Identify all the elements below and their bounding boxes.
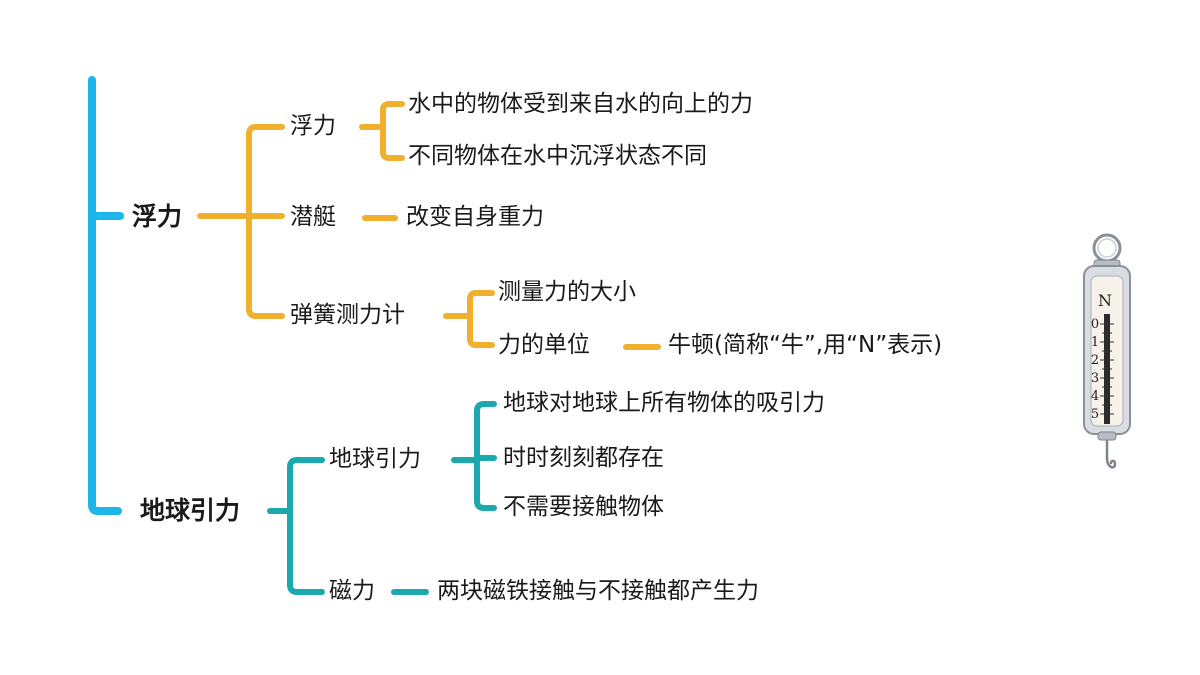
scale-number-4: 4 [1091,389,1099,404]
scale-number-2: 2 [1091,353,1099,368]
buoyancy-connectors [197,101,661,350]
leaf-earth-gravity-3: 不需要接触物体 [503,494,664,520]
gravity-connectors [267,401,497,595]
node-gravity: 地球引力 [140,496,241,525]
leaf-newton: 牛顿(简称“牛”,用“N”表示) [668,332,943,358]
leaf-fuli-2: 不同物体在水中沉浮状态不同 [408,143,707,169]
node-magnetism: 磁力 [329,578,375,604]
leaf-magnetism: 两块磁铁接触与不接触都产生力 [437,578,759,604]
spring-scale-icon: N 0 1 2 3 4 5 [1083,233,1131,469]
scale-unit-letter: N [1098,291,1112,310]
leaf-earth-gravity-1: 地球对地球上所有物体的吸引力 [503,390,825,416]
leaf-spring-measure: 测量力的大小 [498,279,636,305]
node-earth-gravity: 地球引力 [329,446,421,472]
root-bracket [88,76,124,515]
node-spring-scale: 弹簧测力计 [290,302,405,328]
node-buoyancy: 浮力 [132,202,183,231]
node-fuli: 浮力 [290,113,336,139]
leaf-earth-gravity-2: 时时刻刻都存在 [503,445,664,471]
leaf-submarine: 改变自身重力 [406,204,544,230]
node-force-unit: 力的单位 [498,332,590,358]
scale-number-3: 3 [1091,371,1099,386]
scale-number-0: 0 [1091,317,1099,332]
node-submarine: 潜艇 [290,204,336,230]
scale-number-5: 5 [1091,407,1099,422]
scale-number-1: 1 [1091,335,1099,350]
leaf-fuli-1: 水中的物体受到来自水的向上的力 [408,91,753,117]
